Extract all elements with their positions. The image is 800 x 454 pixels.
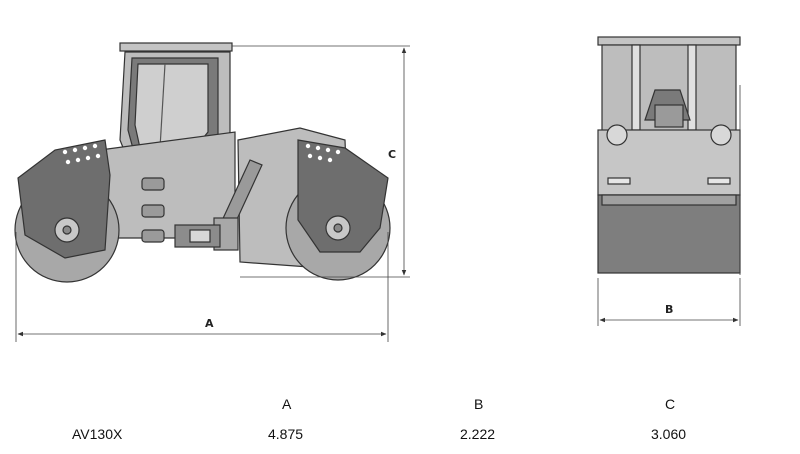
- value-c: 3.060: [651, 426, 687, 442]
- value-a: 4.875: [268, 426, 304, 442]
- header-b: B: [474, 396, 484, 412]
- dimension-lines-side: [15, 45, 410, 342]
- roller-drawing: C A B: [14, 36, 741, 342]
- side-view: [14, 42, 391, 283]
- dimension-lines-front: [597, 85, 741, 326]
- front-view: [597, 36, 741, 274]
- header-c: C: [665, 396, 676, 412]
- header-a: A: [282, 396, 292, 412]
- value-b: 2.222: [460, 426, 496, 442]
- dim-label-c: C: [388, 148, 396, 161]
- dim-label-a: A: [205, 317, 214, 330]
- model-name: AV130X: [72, 426, 123, 442]
- dim-label-b: B: [665, 303, 673, 316]
